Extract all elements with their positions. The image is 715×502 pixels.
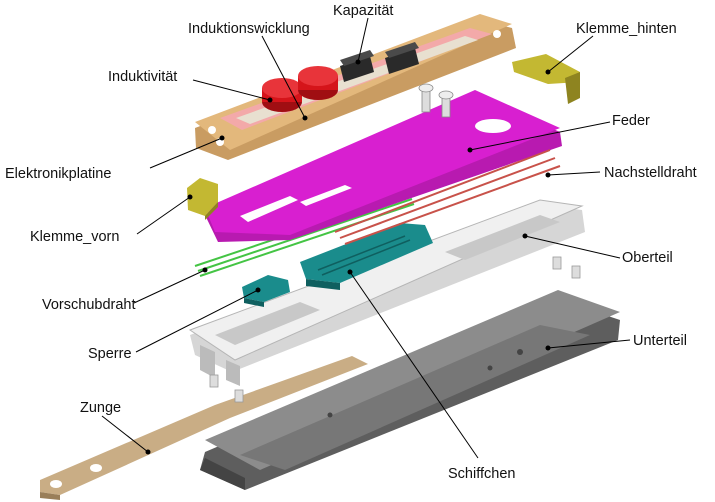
label-oberteil: Oberteil <box>622 250 673 266</box>
label-vorschubdraht: Vorschubdraht <box>42 297 136 313</box>
leader-elektronikplatine <box>149 137 223 169</box>
sperre-part <box>242 275 290 307</box>
leader-sperre <box>135 289 259 353</box>
label-induktionswicklung: Induktionswicklung <box>188 21 310 37</box>
leader-feder <box>469 121 611 151</box>
zunge-part <box>40 356 368 500</box>
leader-klemme-vorn <box>136 196 191 235</box>
klemme-hinten-part <box>512 54 580 104</box>
screws <box>418 83 454 118</box>
label-schiffchen: Schiffchen <box>448 466 515 482</box>
label-unterteil: Unterteil <box>633 333 687 349</box>
labels: Induktionswicklung Kapazität Klemme_hint… <box>5 3 697 482</box>
label-elektronikplatine: Elektronikplatine <box>5 166 111 182</box>
leader-schiffchen <box>349 271 479 459</box>
label-kapazitaet: Kapazität <box>333 3 393 19</box>
unterteil-part <box>200 290 620 490</box>
leader-induktionswicklung <box>261 35 306 119</box>
leader-oberteil <box>524 235 621 259</box>
label-nachstelldraht: Nachstelldraht <box>604 165 697 181</box>
leader-zunge <box>101 415 149 453</box>
label-klemme-vorn: Klemme_vorn <box>30 229 119 245</box>
leader-vorschubdraht <box>133 269 206 304</box>
kapazitaet-part <box>340 42 419 82</box>
leader-lines <box>101 17 631 459</box>
klemme-vorn-part <box>187 178 218 220</box>
label-klemme-hinten: Klemme_hinten <box>576 21 677 37</box>
label-feder: Feder <box>612 113 650 129</box>
leader-klemme-hinten <box>547 35 594 73</box>
oberteil-part <box>188 199 585 403</box>
label-sperre: Sperre <box>88 346 132 362</box>
leader-kapazitaet <box>357 17 369 63</box>
label-zunge: Zunge <box>80 400 121 416</box>
leader-unterteil <box>547 339 631 349</box>
leader-induktivitaet <box>192 79 271 101</box>
leader-nachstelldraht <box>547 171 601 176</box>
nachstelldraht-part <box>334 149 561 245</box>
label-induktivitaet: Induktivität <box>108 69 177 85</box>
feder-part <box>205 90 562 242</box>
schiffchen-part <box>300 223 433 290</box>
induktivitaet-part <box>262 66 338 112</box>
